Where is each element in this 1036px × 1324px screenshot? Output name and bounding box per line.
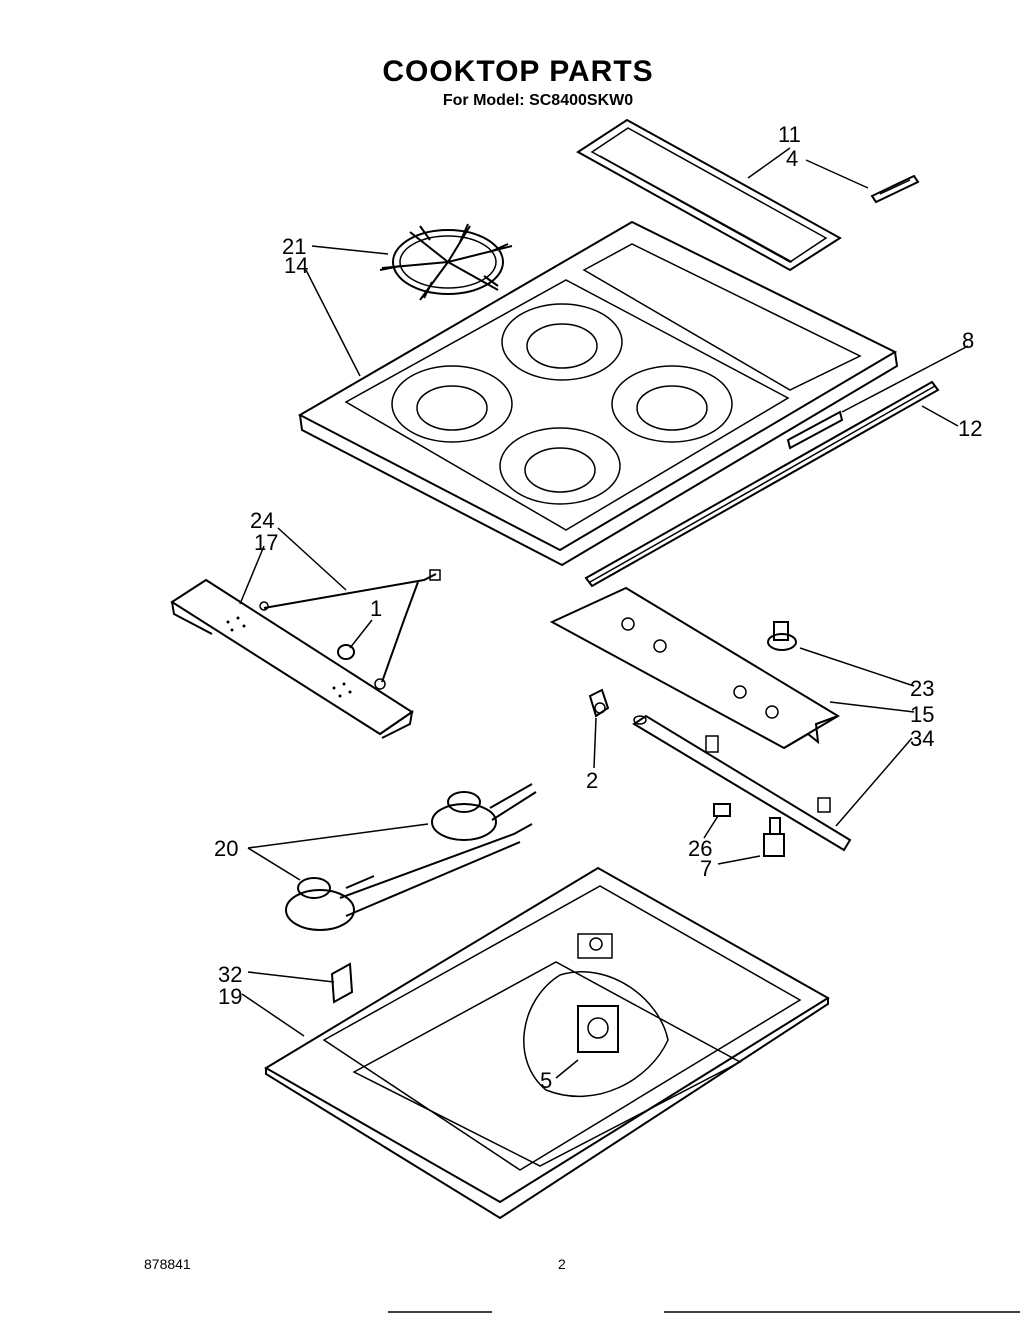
callout-7: 7 bbox=[700, 856, 713, 881]
callout-5: 5 bbox=[540, 1068, 553, 1093]
part-2-elbow bbox=[588, 688, 610, 718]
callout-26: 26 bbox=[688, 836, 713, 861]
part-32-bracket bbox=[330, 962, 354, 1004]
model-subtitle: For Model: SC8400SKW0 bbox=[0, 92, 1036, 110]
part-4-badge bbox=[870, 174, 920, 204]
part-11-trim bbox=[576, 118, 842, 272]
page-title: COOKTOP PARTS bbox=[382, 55, 654, 88]
callout-21: 21 bbox=[282, 234, 307, 259]
part-14-cooktop bbox=[297, 220, 899, 567]
part-23-knob bbox=[767, 621, 797, 651]
callout-1: 1 bbox=[370, 596, 383, 621]
document-number: 878841 bbox=[144, 1256, 191, 1272]
callout-14: 14 bbox=[284, 253, 309, 278]
part-1-cap bbox=[337, 644, 355, 660]
leader-lines bbox=[239, 147, 969, 1079]
callout-17: 17 bbox=[254, 530, 279, 555]
callout-12: 12 bbox=[958, 416, 983, 441]
callout-11: 11 bbox=[778, 122, 801, 147]
page-number: 2 bbox=[558, 1256, 566, 1272]
part-7-valve bbox=[763, 817, 785, 857]
callout-23: 23 bbox=[910, 676, 935, 701]
part-21-grate bbox=[379, 223, 513, 301]
callout-24: 24 bbox=[250, 508, 275, 533]
part-24-tubing bbox=[259, 569, 441, 690]
callout-8: 8 bbox=[962, 328, 975, 353]
callout-4: 4 bbox=[786, 146, 799, 171]
callout-20: 20 bbox=[214, 836, 239, 861]
part-26-orifice bbox=[713, 803, 731, 817]
part-15-manifold-panel bbox=[549, 586, 840, 750]
part-20-burners bbox=[285, 783, 537, 931]
part-12-side-trim bbox=[584, 380, 940, 588]
callout-32: 32 bbox=[218, 962, 243, 987]
callout-2: 2 bbox=[586, 768, 599, 793]
callout-34: 34 bbox=[910, 726, 935, 751]
part-19-burner-box-pan bbox=[264, 866, 830, 1220]
part-17-burner-box bbox=[170, 578, 414, 739]
callout-19: 19 bbox=[218, 984, 243, 1009]
callout-15: 15 bbox=[910, 702, 935, 727]
model-line: For Model: SC8400SKW0 bbox=[442, 92, 634, 109]
part-34-manifold-pipe bbox=[632, 714, 852, 852]
